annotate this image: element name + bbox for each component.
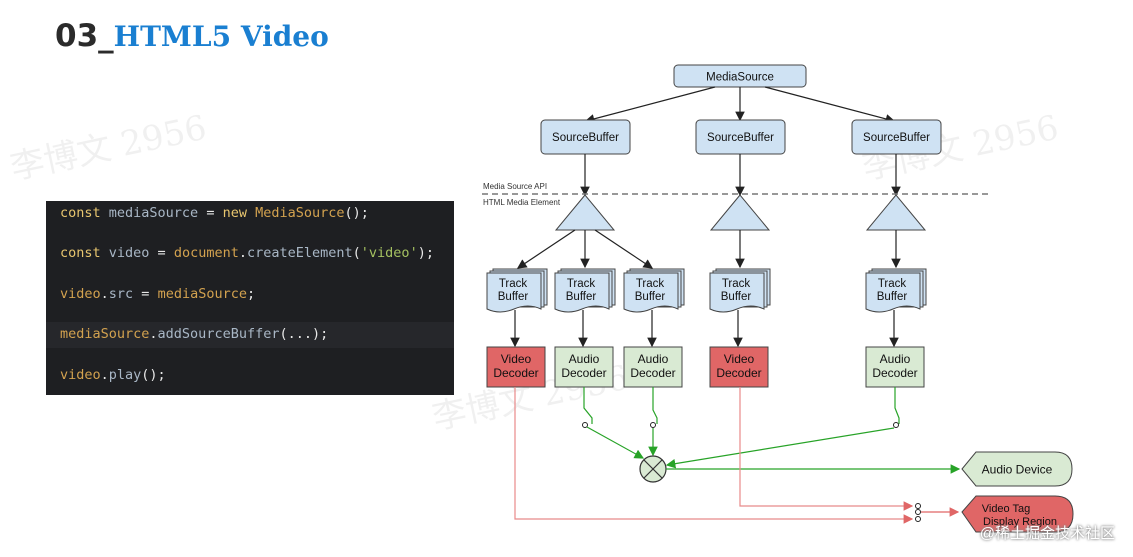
mixer-cross — [643, 459, 663, 479]
track-buffer-node: Track Buffer — [623, 268, 685, 313]
switch-node — [582, 422, 588, 428]
switch-node — [893, 422, 899, 428]
track-buffer-label: Buffer — [721, 291, 752, 303]
track-buffer-label: Track — [636, 278, 665, 290]
section-title: HTML5 Video — [113, 20, 329, 53]
audio-path — [586, 426, 645, 459]
demux-triangle — [865, 194, 927, 231]
video-decoder-node — [486, 346, 546, 388]
audio-path — [665, 427, 895, 469]
switch-node — [915, 503, 921, 509]
video-region-label: Video Tag — [982, 503, 1031, 515]
demux-triangle — [554, 194, 616, 231]
audio-decoder-node — [865, 346, 925, 388]
source-buffer-label: SourceBuffer — [552, 132, 619, 144]
video-decoder-node — [709, 346, 769, 388]
audio-device-label: Audio Device — [982, 463, 1053, 477]
flow-arrow — [584, 86, 716, 124]
track-buffer-label: Track — [878, 278, 907, 290]
decoder-label: Audio — [569, 352, 600, 366]
decoder-label: Decoder — [716, 366, 761, 380]
decoder-label: Decoder — [493, 366, 538, 380]
track-buffer-node: Track Buffer — [865, 268, 927, 313]
decoder-label: Decoder — [630, 366, 675, 380]
code-block: const mediaSource = new MediaSource(); c… — [46, 201, 454, 395]
audio-decoder-node — [554, 346, 614, 388]
audio-path — [583, 387, 593, 424]
decoder-label: Video — [724, 352, 755, 366]
audio-device-node — [961, 451, 1073, 487]
track-buffer-label: Buffer — [635, 291, 666, 303]
code-line: const video = document.createElement('vi… — [60, 245, 434, 261]
code-highlight-line — [46, 322, 454, 348]
video-region-label: Display Region — [983, 516, 1057, 528]
decoder-label: Decoder — [561, 366, 606, 380]
audio-decoder-node — [623, 346, 683, 388]
decoder-label: Video — [501, 352, 532, 366]
code-line: video.play(); — [60, 367, 166, 383]
section-number: 03_ — [55, 18, 114, 54]
switch-node — [915, 509, 921, 515]
source-buffer-label: SourceBuffer — [707, 132, 774, 144]
code-line: video.src = mediaSource; — [60, 286, 256, 302]
source-buffer-label: SourceBuffer — [863, 132, 930, 144]
flow-arrow — [517, 229, 576, 269]
audio-path — [652, 387, 658, 424]
track-buffer-label: Track — [499, 278, 528, 290]
track-buffer-label: Buffer — [498, 291, 529, 303]
decoder-label: Audio — [638, 352, 669, 366]
switch-node — [650, 422, 656, 428]
flow-arrow — [594, 229, 653, 269]
flow-arrow — [764, 86, 896, 124]
demux-triangle — [709, 194, 771, 231]
track-buffer-label: Track — [567, 278, 596, 290]
video-region-node — [961, 495, 1074, 533]
decoder-label: Decoder — [872, 366, 917, 380]
track-buffer-label: Track — [722, 278, 751, 290]
source-credit: @稀土掘金技术社区 — [979, 525, 1115, 542]
switch-node — [915, 516, 921, 522]
track-buffer-node: Track Buffer — [486, 268, 548, 313]
decoder-label: Audio — [880, 352, 911, 366]
code-line: mediaSource.addSourceBuffer(...); — [60, 326, 329, 342]
code-line: const mediaSource = new MediaSource(); — [60, 205, 369, 221]
track-buffer-label: Buffer — [566, 291, 597, 303]
track-buffer-node: Track Buffer — [554, 268, 616, 313]
api-label: Media Source API — [483, 182, 547, 191]
video-path — [514, 387, 914, 524]
element-label: HTML Media Element — [483, 198, 561, 207]
video-path — [739, 387, 914, 511]
track-buffer-node: Track Buffer — [709, 268, 771, 313]
track-buffer-label: Buffer — [877, 291, 908, 303]
page-title: 03_HTML5 Video — [55, 16, 329, 57]
media-source-label: MediaSource — [706, 72, 774, 84]
audio-path — [894, 387, 900, 424]
